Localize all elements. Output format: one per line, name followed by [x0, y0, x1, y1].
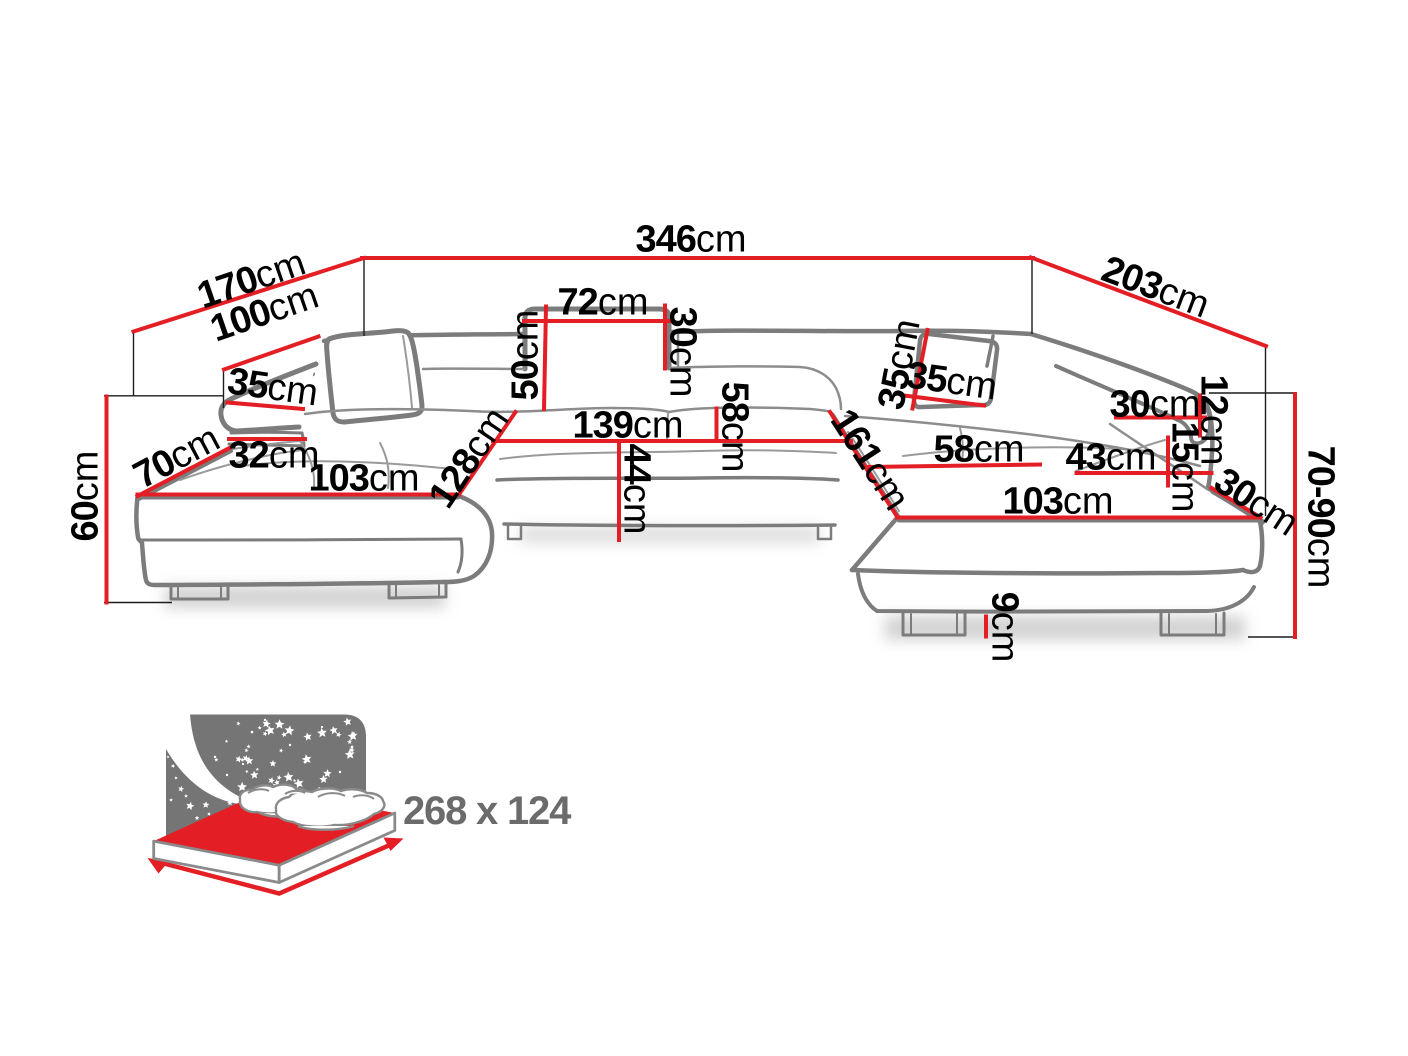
svg-text:139cm: 139cm	[572, 405, 683, 447]
svg-text:44cm: 44cm	[616, 444, 658, 535]
svg-text:103cm: 103cm	[308, 458, 419, 500]
svg-text:58cm: 58cm	[714, 382, 756, 473]
svg-text:15cm: 15cm	[1164, 422, 1206, 513]
svg-text:30cm: 30cm	[1110, 384, 1201, 426]
svg-text:43cm: 43cm	[1066, 437, 1157, 479]
svg-text:346cm: 346cm	[635, 219, 746, 261]
svg-text:72cm: 72cm	[558, 282, 649, 324]
svg-text:35cm: 35cm	[225, 360, 321, 414]
svg-text:12cm: 12cm	[1193, 375, 1235, 466]
svg-text:35cm: 35cm	[870, 316, 929, 413]
svg-text:30cm: 30cm	[662, 307, 704, 398]
svg-text:9cm: 9cm	[984, 592, 1026, 663]
svg-text:50cm: 50cm	[505, 310, 547, 401]
svg-text:103cm: 103cm	[1002, 481, 1113, 523]
svg-text:70-90cm: 70-90cm	[1300, 446, 1342, 589]
svg-text:32cm: 32cm	[229, 435, 320, 477]
svg-text:268 x 124: 268 x 124	[403, 789, 572, 833]
svg-text:60cm: 60cm	[65, 451, 107, 542]
svg-text:35cm: 35cm	[904, 354, 1000, 408]
svg-text:58cm: 58cm	[934, 429, 1025, 471]
